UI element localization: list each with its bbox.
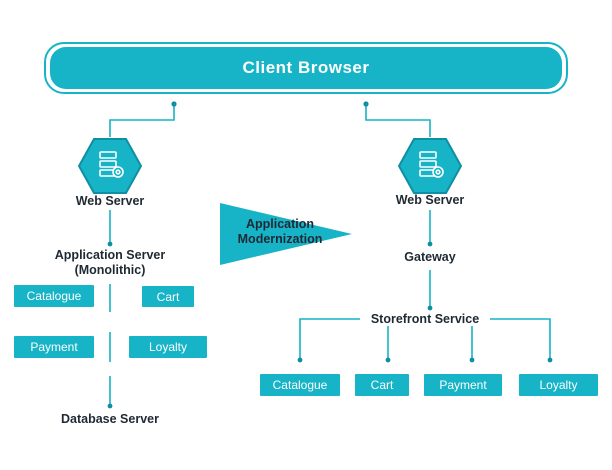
left-server-icon (77, 137, 143, 200)
storefront-right-bracket (490, 318, 551, 360)
right-service-catalogue: Catalogue (260, 374, 340, 396)
storefront-left-bracket (299, 318, 360, 360)
left-module-catalogue: Catalogue (14, 285, 94, 307)
right-web-server-label: Web Server (395, 193, 465, 207)
modernization-line1: Application (245, 217, 315, 231)
dot (547, 357, 553, 363)
dot (297, 357, 303, 363)
left-web-server-label: Web Server (75, 194, 145, 208)
modernization-line2: Modernization (237, 232, 323, 246)
dot (427, 305, 433, 311)
dot (107, 241, 113, 247)
right-service-loyalty: Loyalty (519, 374, 598, 396)
gateway-label: Gateway (404, 250, 456, 264)
right-browser-connector (365, 104, 431, 137)
app-server-sublabel: (Monolithic) (74, 263, 146, 277)
right-server-icon (397, 137, 463, 200)
dot (107, 403, 113, 409)
dot (427, 241, 433, 247)
modernization-label: Application Modernization (222, 217, 338, 247)
dot (385, 357, 391, 363)
left-top-dot (171, 101, 177, 107)
database-server-label: Database Server (61, 412, 159, 426)
left-module-cart: Cart (142, 286, 194, 307)
app-server-label: Application Server (54, 248, 166, 262)
left-browser-connector (109, 104, 175, 137)
dot (469, 357, 475, 363)
modernization-arrow (220, 203, 352, 265)
left-module-loyalty: Loyalty (129, 336, 207, 358)
left-module-payment: Payment (14, 336, 94, 358)
right-top-dot (363, 101, 369, 107)
right-service-payment: Payment (424, 374, 502, 396)
client-browser-label: Client Browser (242, 58, 370, 77)
client-browser-banner: Client Browser (50, 47, 562, 89)
storefront-service-label: Storefront Service (370, 312, 480, 326)
right-service-cart: Cart (355, 374, 409, 396)
